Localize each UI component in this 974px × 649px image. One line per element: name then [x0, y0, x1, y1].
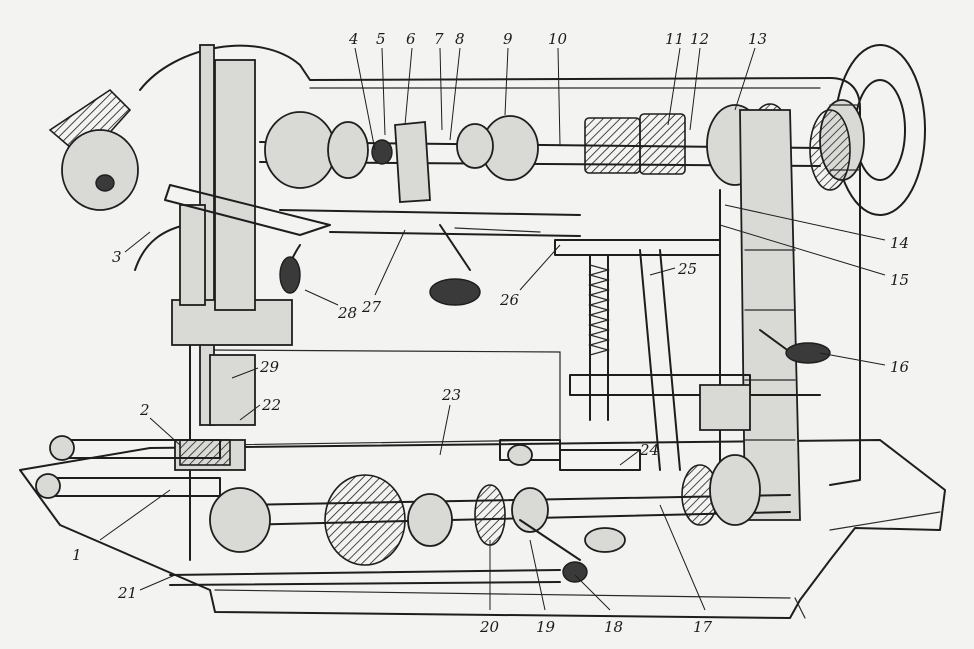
stitch-lever: [279, 209, 581, 306]
callout-17: 17: [693, 618, 713, 636]
callout-10: 10: [548, 30, 568, 48]
callout-28: 28: [337, 304, 357, 322]
callout-27: 27: [361, 298, 382, 316]
callout-14: 14: [890, 234, 909, 252]
lower-shaft: [169, 439, 791, 586]
callout-8: 8: [455, 30, 465, 48]
callout-12: 12: [690, 30, 709, 48]
callout-15: 15: [890, 271, 909, 289]
callout-3: 3: [112, 248, 122, 266]
callout-9: 9: [503, 30, 513, 48]
callout-29: 29: [259, 358, 280, 376]
callout-21: 21: [117, 584, 137, 602]
callout-5: 5: [376, 30, 386, 48]
callout-labels: 1 2 3 4 5 6 7 8 9 10 11 12 13 14 15 16 1…: [72, 30, 910, 636]
callout-6: 6: [406, 30, 416, 48]
needle-plate-area: [35, 435, 231, 499]
callout-20: 20: [479, 618, 500, 636]
spring-column: [554, 109, 831, 521]
needle-head: [48, 44, 331, 471]
callout-4: 4: [348, 30, 359, 48]
callout-19: 19: [536, 618, 556, 636]
callout-18: 18: [604, 618, 623, 636]
callout-1: 1: [72, 546, 82, 564]
machine-base: [19, 439, 946, 619]
callout-7: 7: [434, 30, 444, 48]
leader-lines: [99, 47, 886, 611]
callout-13: 13: [748, 30, 767, 48]
callout-16: 16: [890, 358, 910, 376]
callout-23: 23: [441, 386, 461, 404]
callout-2: 2: [139, 401, 150, 419]
callout-11: 11: [665, 30, 684, 48]
callout-24: 24: [639, 441, 659, 459]
callout-25: 25: [677, 260, 697, 278]
callout-22: 22: [261, 396, 281, 414]
callout-26: 26: [499, 291, 520, 309]
